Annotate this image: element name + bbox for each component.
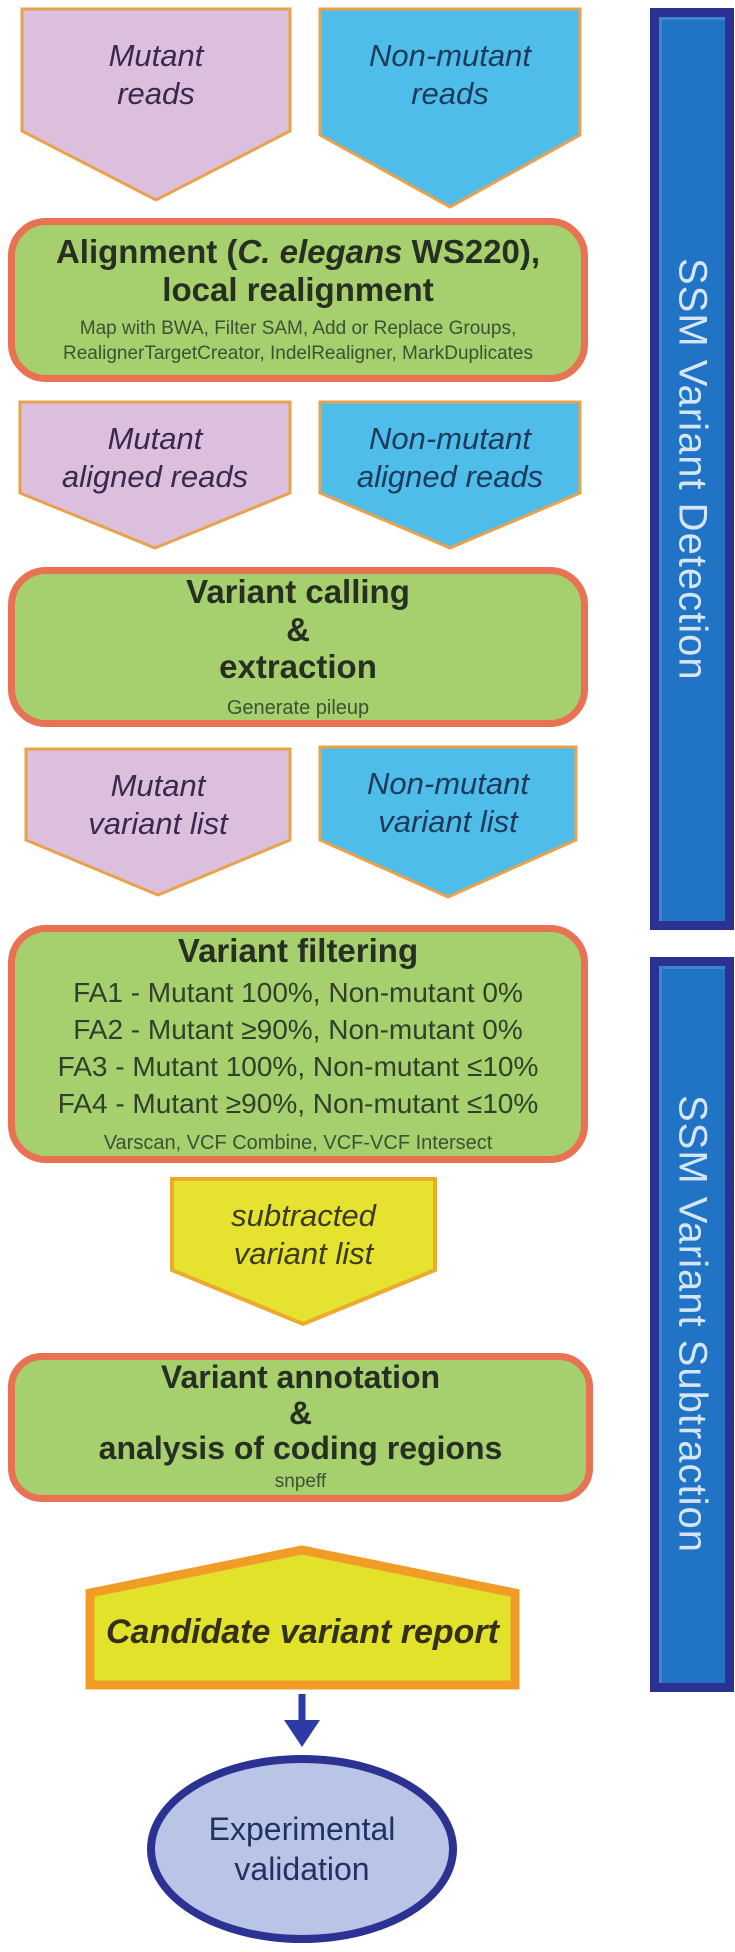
variant-annotation-title: Variant annotation & analysis of coding …	[99, 1360, 503, 1466]
alignment-title: Alignment (C. elegans WS220), local real…	[56, 233, 540, 308]
banner-candidate-variant-report: Candidate variant report	[85, 1545, 520, 1690]
sidebar-detection-label: SSM Variant Detection	[670, 257, 715, 681]
alignment-title-line2: local realignment	[162, 270, 434, 308]
box-variant-annotation: Variant annotation & analysis of coding …	[8, 1353, 593, 1502]
filter-rule-fa3: FA3 - Mutant 100%, Non-mutant ≤10%	[57, 1051, 539, 1083]
variant-annotation-line1: Variant annotation	[160, 1359, 441, 1396]
pennant-shape	[18, 400, 292, 550]
non-mutant-variant-list-label: Non-mutant variant list	[367, 766, 529, 839]
arrow-head	[284, 1720, 320, 1747]
alignment-tools-line1: Map with BWA, Filter SAM, Add or Replace…	[79, 318, 517, 340]
variant-calling-tools: Generate pileup	[226, 696, 370, 719]
box-variant-filtering: Variant filtering FA1 - Mutant 100%, Non…	[8, 925, 588, 1163]
arrow-shaft	[298, 1694, 306, 1722]
mutant-reads-label: Mutant reads	[108, 38, 204, 111]
alignment-tools-line2: RealignerTargetCreator, IndelRealigner, …	[63, 343, 533, 365]
pennant-mutant-reads: Mutant reads	[20, 7, 292, 203]
banner-shape	[85, 1545, 520, 1690]
box-alignment: Alignment (C. elegans WS220), local real…	[8, 218, 588, 382]
pennant-shape	[20, 7, 292, 202]
variant-filtering-title: Variant filtering	[177, 931, 419, 969]
mutant-variant-list-label: Mutant variant list	[88, 768, 228, 841]
candidate-variant-report-label: Candidate variant report	[106, 1613, 499, 1651]
pennant-subtracted-variant-list: subtracted variant list	[170, 1177, 437, 1327]
variant-calling-line3: extraction	[219, 648, 377, 686]
variant-filtering-rules: FA1 - Mutant 100%, Non-mutant 0% FA2 - M…	[58, 975, 539, 1123]
experimental-validation-label: Experimental validation	[208, 1811, 396, 1887]
filter-rule-fa4: FA4 - Mutant ≥90%, Non-mutant ≤10%	[57, 1088, 539, 1120]
variant-annotation-tools: snpeff	[274, 1470, 327, 1492]
pennant-non-mutant-variant-list: Non-mutant variant list	[318, 745, 578, 900]
alignment-title-suffix: WS220),	[402, 233, 541, 271]
pennant-shape	[24, 747, 292, 897]
box-variant-calling: Variant calling & extraction Generate pi…	[8, 567, 588, 727]
filter-rule-fa2: FA2 - Mutant ≥90%, Non-mutant 0%	[73, 1014, 523, 1046]
pennant-non-mutant-aligned-reads: Non-mutant aligned reads	[318, 400, 582, 551]
alignment-tools: Map with BWA, Filter SAM, Add or Replace…	[63, 317, 533, 366]
filter-rule-fa1: FA1 - Mutant 100%, Non-mutant 0%	[73, 977, 523, 1009]
alignment-title-species: C. elegans	[237, 233, 403, 271]
pennant-shape	[170, 1177, 437, 1327]
ellipse-experimental-validation: Experimental validation	[147, 1755, 457, 1943]
pennant-shape	[318, 7, 582, 209]
variant-calling-line2: &	[286, 610, 310, 648]
non-mutant-reads-label: Non-mutant reads	[369, 38, 531, 111]
alignment-title-prefix: Alignment (	[55, 233, 238, 271]
pennant-shape	[318, 400, 582, 550]
subtracted-variant-list-label: subtracted variant list	[231, 1198, 376, 1271]
sidebar-subtraction-label: SSM Variant Subtraction	[670, 1095, 715, 1554]
variant-annotation-line2: &	[288, 1394, 313, 1431]
variant-calling-title: Variant calling & extraction	[186, 573, 410, 686]
sidebar-subtraction: SSM Variant Subtraction	[650, 957, 734, 1692]
pennant-mutant-aligned-reads: Mutant aligned reads	[18, 400, 292, 551]
sidebar-detection: SSM Variant Detection	[650, 8, 734, 930]
mutant-aligned-reads-label: Mutant aligned reads	[61, 421, 249, 494]
pennant-mutant-variant-list: Mutant variant list	[24, 747, 292, 898]
variant-calling-line1: Variant calling	[186, 573, 410, 611]
variant-filtering-tools: Varscan, VCF Combine, VCF-VCF Intersect	[103, 1132, 493, 1155]
pennant-non-mutant-reads: Non-mutant reads	[318, 7, 582, 210]
arrow-down-icon	[284, 1694, 320, 1748]
non-mutant-aligned-reads-label: Non-mutant aligned reads	[356, 421, 544, 494]
pennant-shape	[318, 745, 578, 899]
variant-annotation-line3: analysis of coding regions	[98, 1429, 503, 1466]
